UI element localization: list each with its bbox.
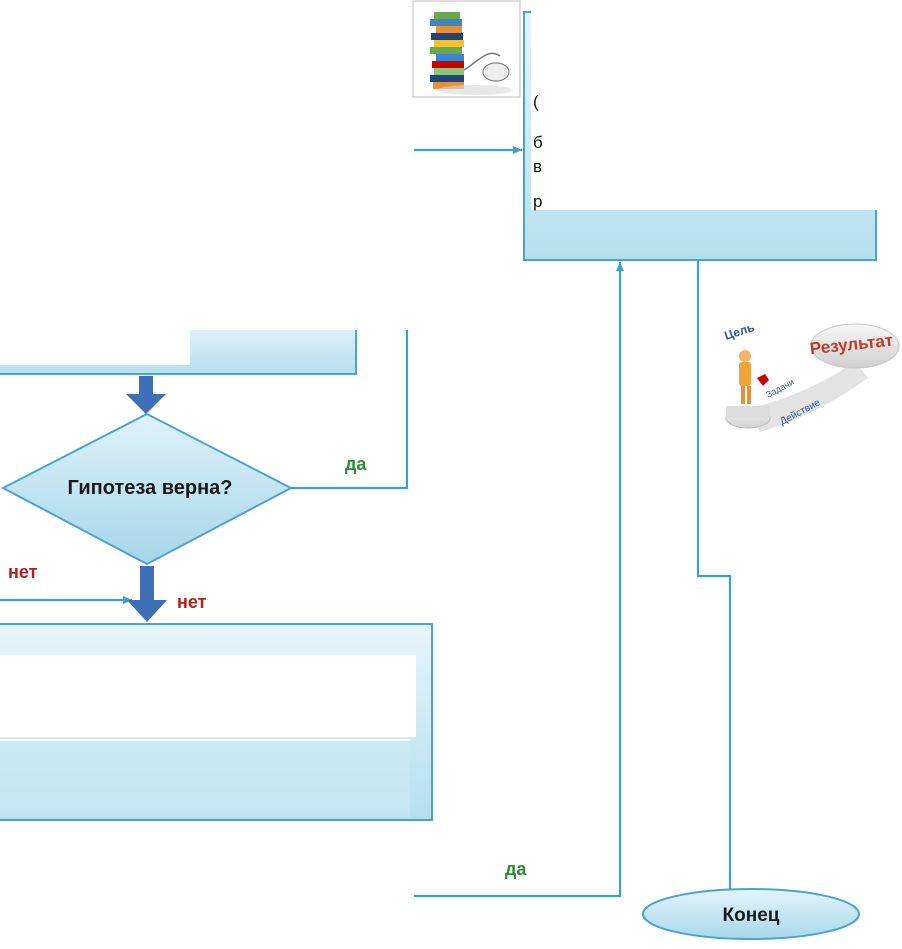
text-fragment-3: в: [533, 157, 542, 176]
no-label-left: нет: [8, 562, 38, 582]
left-upper-process-box: [0, 300, 410, 375]
block-arrow-down-2: [127, 566, 167, 622]
books-mouse-image: [412, 0, 521, 98]
line-to-end: [696, 260, 734, 900]
end-label: Конец: [723, 905, 780, 926]
text-fragment-1: (: [533, 92, 539, 111]
lower-left-process-box: [0, 623, 433, 821]
no-label-right: нет: [177, 592, 207, 612]
top-right-process-box: ( б в р: [523, 0, 902, 261]
decision-diamond: Гипотеза верна?: [0, 412, 294, 566]
decision-label: Гипотеза верна?: [68, 477, 233, 499]
goal-result-image: Результат Цель Задачи Действие: [720, 296, 902, 446]
text-fragment-4: р: [533, 192, 542, 211]
yes-label-top: да: [345, 454, 367, 474]
block-arrow-down-1: [126, 376, 166, 414]
yes-branch-line: [291, 330, 409, 490]
end-terminal: Конец: [642, 888, 860, 940]
text-fragment-2: б: [533, 133, 543, 152]
yes-label-bottom: да: [505, 859, 527, 879]
yes-branch-bottom-line: [414, 262, 624, 898]
